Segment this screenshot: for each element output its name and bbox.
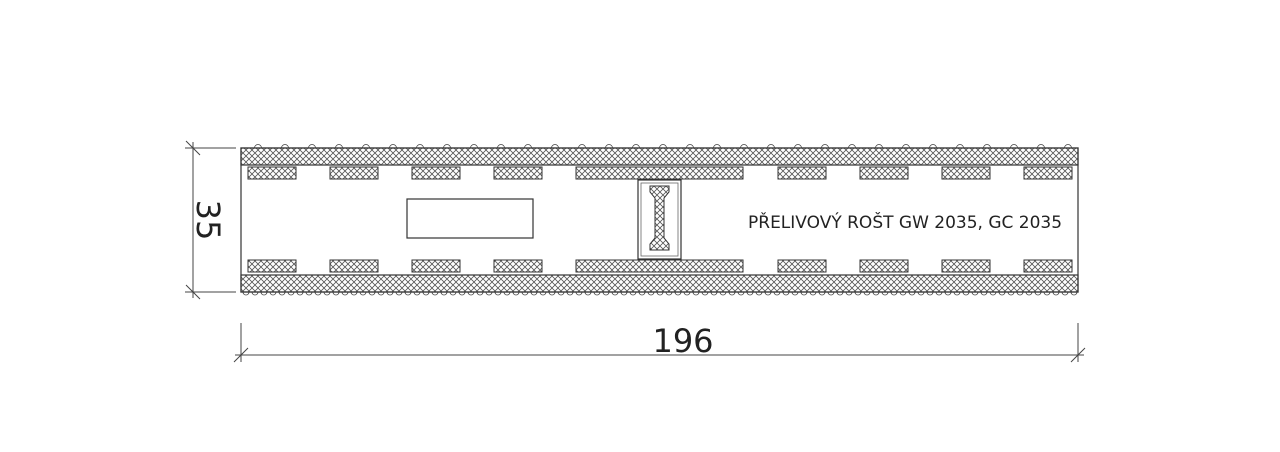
slot-opening	[406, 198, 534, 239]
bottom-rail	[240, 274, 1079, 293]
grate-pad	[941, 166, 991, 180]
grate-pad	[247, 259, 297, 273]
grate-pad	[859, 166, 909, 180]
grate-pad	[1023, 259, 1073, 273]
connector-insert	[637, 179, 682, 260]
product-label: PŘELIVOVÝ ROŠT GW 2035, GC 2035	[748, 211, 1062, 233]
i-beam-profile	[649, 185, 670, 251]
grate-pad	[1023, 166, 1073, 180]
grate-pad	[575, 166, 744, 180]
height-dimension-value: 35	[189, 200, 227, 241]
height-dimension	[185, 140, 236, 300]
grate-pad	[329, 259, 379, 273]
grate-pad	[493, 259, 543, 273]
grate-pad	[941, 259, 991, 273]
grate-pad	[247, 166, 297, 180]
grate-pad	[329, 166, 379, 180]
grate-pad	[493, 166, 543, 180]
grate-pad	[859, 259, 909, 273]
width-dimension-value: 196	[652, 322, 713, 360]
width-dimension	[233, 323, 1086, 363]
grate-pad	[575, 259, 744, 273]
grate-pad	[411, 166, 461, 180]
grate-pad	[777, 166, 827, 180]
top-rail	[240, 147, 1079, 166]
grate-pad	[411, 259, 461, 273]
grate-pad	[777, 259, 827, 273]
grate-pads	[247, 166, 1073, 273]
